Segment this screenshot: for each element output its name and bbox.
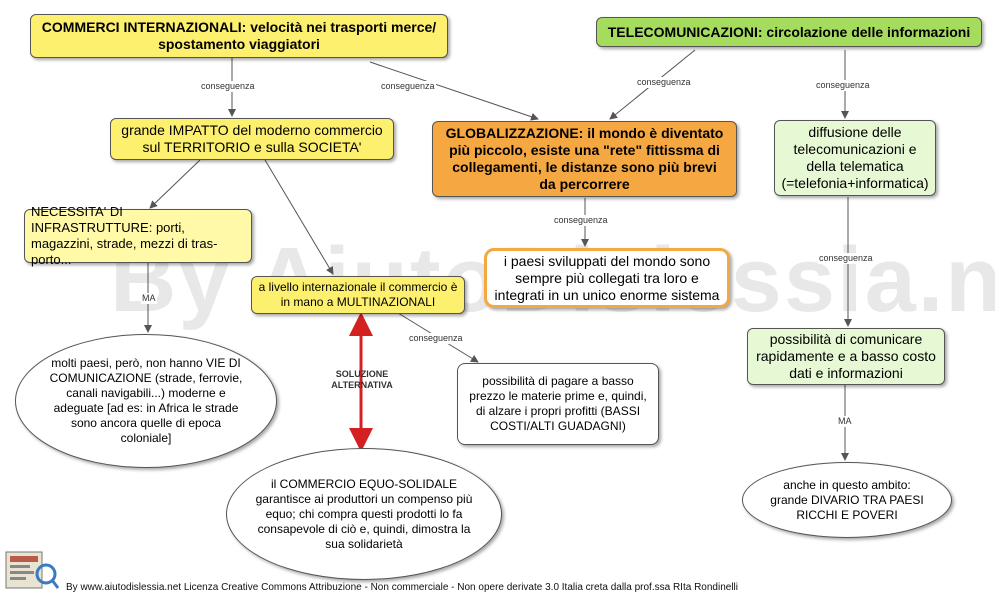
node-vie-comunicazione: molti paesi, però, non hanno VIE DI COMU… xyxy=(15,334,277,468)
node-globalizzazione: GLOBALIZZAZIONE: il mondo è diventato pi… xyxy=(432,121,737,197)
node-equo-solidale: il COMMERCIO EQUO-SOLIDALE garantisce ai… xyxy=(226,448,502,580)
node-diffusione-text: diffusione delle telecomunicazioni e del… xyxy=(781,124,929,191)
label-conseguenza-3: conseguenza xyxy=(636,77,692,88)
node-comunicare-text: possibilità di comunicare rapidamente e … xyxy=(756,331,936,381)
label-ma-1: MA xyxy=(141,293,157,304)
label-ma-2: MA xyxy=(837,416,853,427)
link-impatto-multinazionali xyxy=(264,159,334,275)
node-telecomunicazioni: TELECOMUNICAZIONI: circolazione delle in… xyxy=(596,17,982,47)
node-impatto: grande IMPATTO del moderno commercio sul… xyxy=(110,118,394,160)
label-conseguenza-4: conseguenza xyxy=(815,80,871,91)
node-comunicare: possibilità di comunicare rapidamente e … xyxy=(747,328,945,385)
node-impatto-text: grande IMPATTO del moderno commercio sul… xyxy=(121,122,383,155)
site-logo xyxy=(5,551,60,589)
label-conseguenza-1: conseguenza xyxy=(200,81,256,92)
node-paesi-sviluppati: i paesi sviluppati del mondo sono sempre… xyxy=(484,248,730,308)
node-multinazionali: a livello internazionale il commercio è … xyxy=(251,276,465,314)
node-globalizzazione-text: GLOBALIZZAZIONE: il mondo è diventato pi… xyxy=(445,125,724,192)
link-impatto-infrastrutture xyxy=(149,159,201,209)
label-conseguenza-2: conseguenza xyxy=(380,81,436,92)
node-telecomunicazioni-text: TELECOMUNICAZIONI: circolazione delle in… xyxy=(607,24,971,40)
label-conseguenza-5: conseguenza xyxy=(553,215,609,226)
node-multinazionali-text: a livello internazionale il commercio è … xyxy=(258,280,458,309)
link-commerci-globalizzazione xyxy=(369,61,539,121)
node-pagare: possibilità di pagare a basso prezzo le … xyxy=(457,363,659,445)
label-conseguenza-7: conseguenza xyxy=(408,333,464,344)
node-infrastrutture-text: NECESSITA' DI INFRASTRUTTURE: porti, mag… xyxy=(31,204,218,267)
node-paesi-sviluppati-text: i paesi sviluppati del mondo sono sempre… xyxy=(494,252,720,303)
node-divario: anche in questo ambito: grande DIVARIO T… xyxy=(742,462,952,538)
footer-license: By www.aiutodislessia.net Licenza Creati… xyxy=(66,582,738,593)
label-soluzione-alternativa: SOLUZIONE ALTERNATIVA xyxy=(331,369,393,390)
node-vie-comunicazione-text: molti paesi, però, non hanno VIE DI COMU… xyxy=(49,356,243,445)
node-equo-solidale-text: il COMMERCIO EQUO-SOLIDALE garantisce ai… xyxy=(255,476,473,551)
label-conseguenza-6: conseguenza xyxy=(818,253,874,264)
node-pagare-text: possibilità di pagare a basso prezzo le … xyxy=(469,374,647,433)
node-divario-text: anche in questo ambito: grande DIVARIO T… xyxy=(770,477,924,522)
node-commerci-text: COMMERCI INTERNAZIONALI: velocità nei tr… xyxy=(41,19,437,52)
node-commerci-internazionali: COMMERCI INTERNAZIONALI: velocità nei tr… xyxy=(30,14,448,58)
node-infrastrutture: NECESSITA' DI INFRASTRUTTURE: porti, mag… xyxy=(24,204,252,267)
node-diffusione: diffusione delle telecomunicazioni e del… xyxy=(774,120,936,196)
